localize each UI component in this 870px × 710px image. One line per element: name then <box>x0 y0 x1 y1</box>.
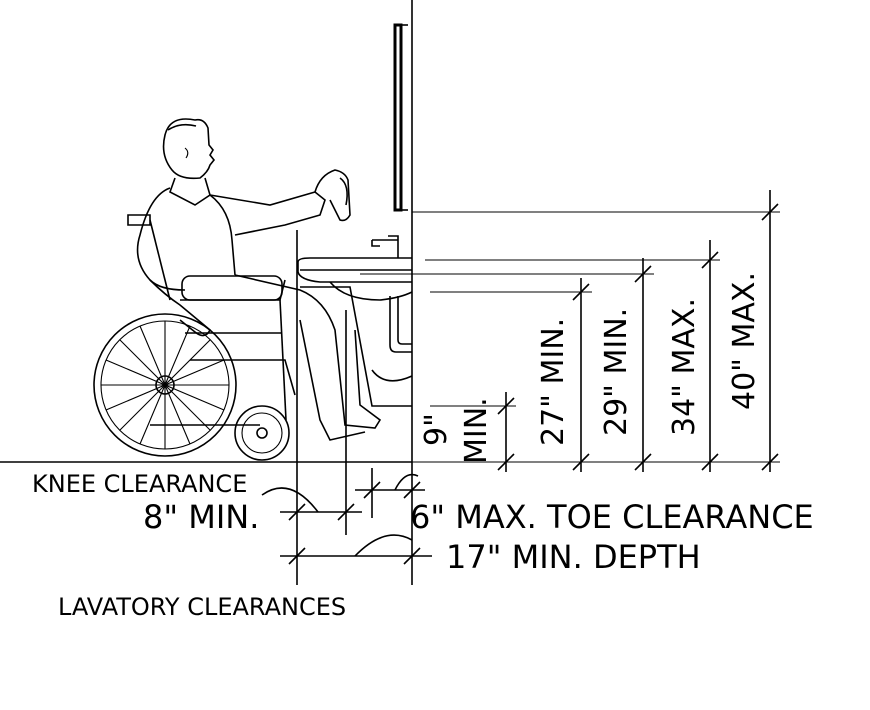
height-34-label: 34" MAX. <box>667 298 702 436</box>
knee-clearance-label: KNEE CLEARANCE <box>32 470 247 498</box>
dim-17-depth <box>280 534 432 565</box>
height-9-min-label: MIN. <box>459 397 494 464</box>
dim-29-min <box>360 258 654 472</box>
mirror <box>393 23 408 212</box>
dim-34-max <box>425 240 720 472</box>
height-29-label: 29" MIN. <box>599 308 634 436</box>
dim-8-min <box>261 230 362 585</box>
person-figure <box>136 118 382 441</box>
knee-min-label: 8" MIN. <box>143 498 259 536</box>
height-27-label: 27" MIN. <box>536 318 571 446</box>
height-9-label: 9" <box>419 413 454 446</box>
depth-label: 17" MIN. DEPTH <box>446 538 701 576</box>
dim-6-toe <box>355 468 425 518</box>
toe-clearance-label: 6" MAX. TOE CLEARANCE <box>410 498 814 536</box>
height-40-label: 40" MAX. <box>727 272 762 410</box>
lavatory-clearances-title: LAVATORY CLEARANCES <box>58 593 346 621</box>
wheelchair <box>93 214 296 461</box>
lavatory-sink <box>297 235 413 407</box>
